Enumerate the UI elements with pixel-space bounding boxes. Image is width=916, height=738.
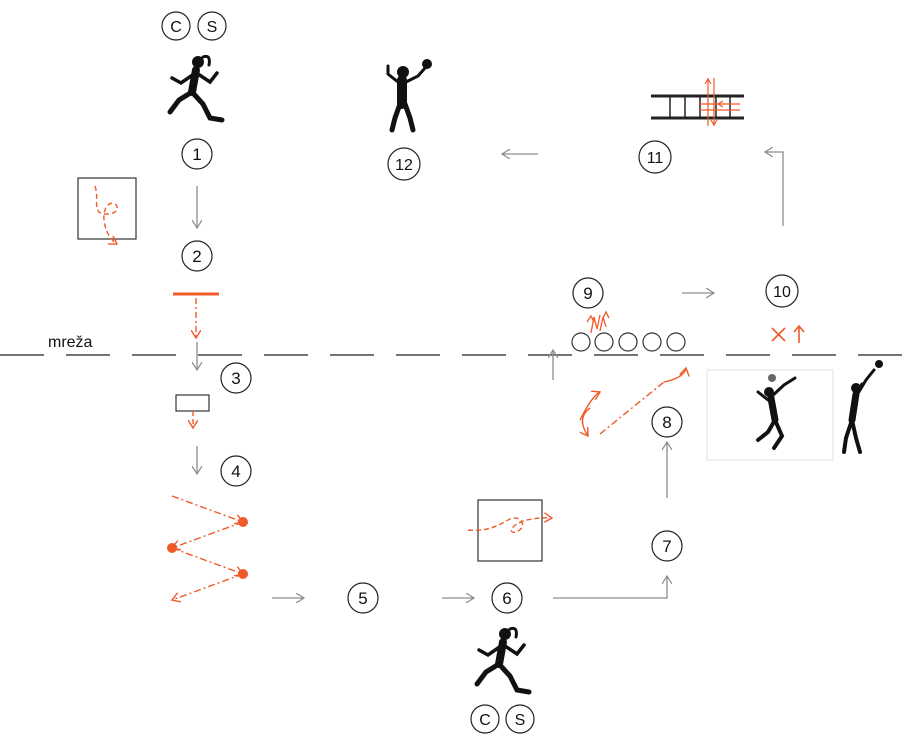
station-6: 6 xyxy=(491,582,523,614)
station-3: 3 xyxy=(220,362,252,394)
square-loop-drill-icon xyxy=(77,177,137,244)
svg-text:C: C xyxy=(479,712,491,729)
net-label: mreža xyxy=(48,334,93,351)
running-woman-icon xyxy=(167,54,225,123)
badge-s-bottom: S xyxy=(505,704,535,734)
badge-s-top: S xyxy=(197,11,227,41)
diagonal-run-icon xyxy=(579,368,686,436)
badge-c-bottom: C xyxy=(470,704,500,734)
svg-text:11: 11 xyxy=(647,150,664,167)
svg-text:10: 10 xyxy=(773,284,791,301)
arrow-6-to-7 xyxy=(553,576,667,599)
svg-text:1: 1 xyxy=(192,145,201,164)
hurdle-icon xyxy=(173,292,219,338)
svg-text:S: S xyxy=(515,712,526,729)
svg-text:6: 6 xyxy=(502,589,511,608)
agility-ladder-icon xyxy=(651,77,744,127)
station-12: 12 xyxy=(387,147,421,181)
svg-text:8: 8 xyxy=(662,413,671,432)
volleyball-spiker-icon xyxy=(706,360,883,461)
arrow-10-to-11 xyxy=(765,152,784,226)
square-loop-drill-icon-2 xyxy=(467,499,552,562)
svg-text:7: 7 xyxy=(662,537,671,556)
station-2: 2 xyxy=(181,240,213,272)
bounce-arrows-icon xyxy=(586,310,610,334)
zigzag-drill-icon xyxy=(167,495,248,600)
svg-text:12: 12 xyxy=(395,157,413,174)
svg-text:5: 5 xyxy=(358,589,367,608)
station-11: 11 xyxy=(638,140,672,174)
station-4: 4 xyxy=(220,455,252,487)
svg-text:C: C xyxy=(170,19,182,36)
station-1: 1 xyxy=(181,138,213,170)
station-5: 5 xyxy=(347,582,379,614)
cone-row-icon xyxy=(571,332,686,352)
box-drill-icon xyxy=(175,394,210,428)
svg-text:4: 4 xyxy=(231,462,240,481)
ball-thrower-icon xyxy=(386,59,432,133)
svg-text:2: 2 xyxy=(192,247,201,266)
svg-text:3: 3 xyxy=(231,369,240,388)
badge-c-top: C xyxy=(161,11,191,41)
svg-text:9: 9 xyxy=(583,284,592,303)
station-7: 7 xyxy=(651,530,683,562)
cross-up-icon xyxy=(771,324,805,343)
station-9: 9 xyxy=(572,277,604,309)
svg-text:S: S xyxy=(207,19,218,36)
station-8: 8 xyxy=(651,406,683,438)
flow-arrows xyxy=(197,152,784,599)
station-10: 10 xyxy=(765,274,799,308)
running-woman-icon-2 xyxy=(474,626,532,695)
